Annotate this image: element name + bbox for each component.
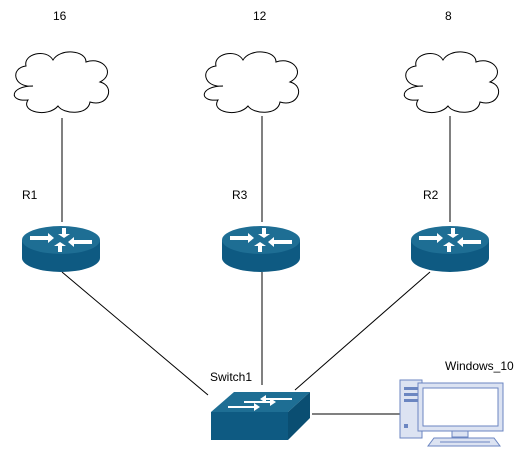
cloud-icon: [13, 51, 110, 114]
desktop-computer-icon: [399, 379, 504, 447]
router-label: R3: [232, 188, 248, 202]
router-r3[interactable]: R3: [222, 188, 300, 272]
router-icon: [411, 226, 489, 272]
router-icon: [222, 226, 300, 272]
router-r1[interactable]: R1: [22, 188, 100, 272]
router-r2[interactable]: R2: [411, 188, 489, 272]
switch-icon: [211, 392, 310, 440]
router-label: R2: [423, 188, 439, 202]
link-r1-switch: [61, 271, 209, 396]
link-r2-switch: [294, 271, 431, 391]
switch1[interactable]: Switch1: [210, 370, 310, 440]
cloud-16: 16: [13, 9, 110, 114]
pc-windows-10[interactable]: Windows_10: [399, 359, 514, 447]
cloud-label: 12: [253, 9, 267, 23]
connections: [61, 116, 451, 415]
router-label: R1: [22, 188, 38, 202]
cloud-icon: [203, 51, 300, 114]
cloud-12: 12: [203, 9, 300, 114]
cloud-8: 8: [403, 9, 500, 114]
cloud-label: 16: [53, 9, 67, 23]
pc-label: Windows_10: [445, 359, 514, 373]
cloud-icon: [403, 51, 500, 114]
switch-label: Switch1: [210, 370, 252, 384]
router-icon: [22, 226, 100, 272]
cloud-label: 8: [445, 9, 452, 23]
